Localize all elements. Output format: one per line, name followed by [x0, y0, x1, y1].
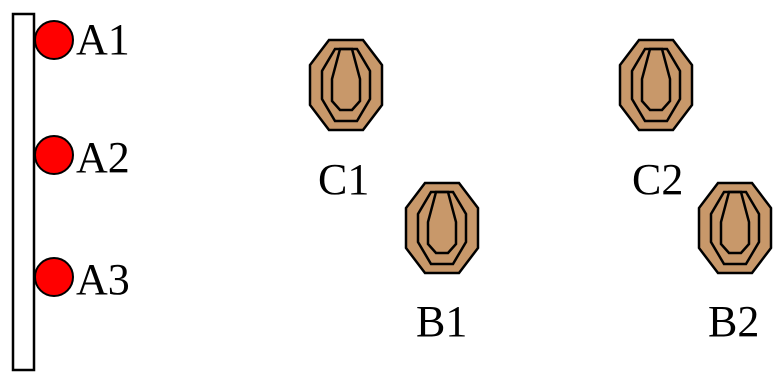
marker-label-a2: A2	[76, 133, 130, 182]
marker-a1: A1	[34, 15, 130, 64]
target-label-b2: B2	[708, 297, 759, 346]
target-b2: B2	[697, 181, 773, 346]
vertical-pole	[11, 12, 36, 372]
red-dot-icon	[34, 135, 74, 175]
marker-a3: A3	[34, 255, 130, 304]
marker-label-a1: A1	[76, 15, 130, 64]
target-label-c2: C2	[632, 155, 683, 204]
target-c1: C1	[308, 38, 384, 204]
octagon-target-icon	[618, 38, 694, 132]
octagon-target-icon	[308, 38, 384, 132]
marker-label-a3: A3	[76, 255, 130, 304]
target-c2: C2	[618, 38, 694, 204]
octagon-target-icon	[697, 181, 773, 275]
marker-a2: A2	[34, 133, 130, 182]
red-dot-icon	[34, 20, 74, 60]
target-label-c1: C1	[318, 155, 369, 204]
target-b1: B1	[404, 181, 480, 346]
red-dot-icon	[34, 257, 74, 297]
octagon-target-icon	[404, 181, 480, 275]
target-label-b1: B1	[416, 297, 467, 346]
